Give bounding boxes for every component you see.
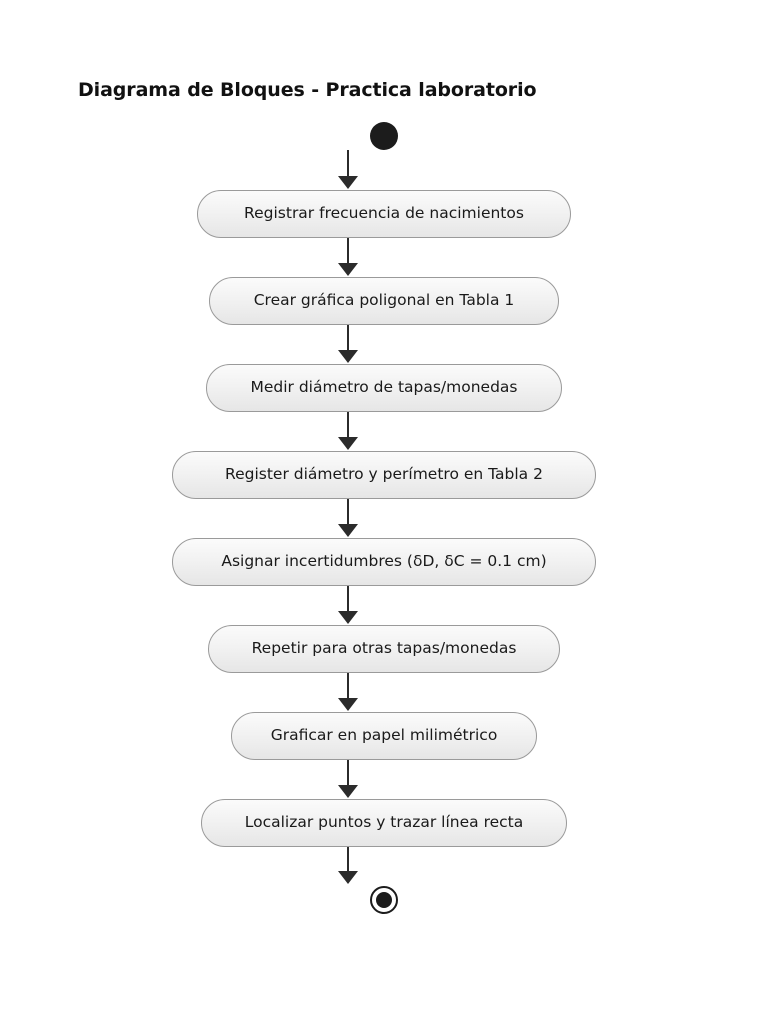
start-node[interactable]	[370, 122, 398, 150]
connector-line-2-to-3	[347, 325, 349, 353]
activity-box-register-diametro-perimetro[interactable]: Register diámetro y perímetro en Tabla 2	[172, 451, 596, 499]
start-node-row	[0, 122, 768, 150]
activity-box-localizar-puntos-trazar-linea[interactable]: Localizar puntos y trazar línea recta	[201, 799, 567, 847]
activity-label: Register diámetro y perímetro en Tabla 2	[225, 465, 543, 484]
connector-line-6-to-7	[347, 673, 349, 701]
end-node-row	[0, 886, 768, 914]
connector-line-7-to-8	[347, 760, 349, 788]
arrowhead-3-to-4	[338, 437, 358, 450]
page-title: Diagrama de Bloques - Practica laborator…	[78, 79, 537, 101]
activity-row-2: Crear gráfica poligonal en Tabla 1	[0, 277, 768, 325]
connector-line-5-to-6	[347, 586, 349, 614]
arrowhead-4-to-5	[338, 524, 358, 537]
activity-row-3: Medir diámetro de tapas/monedas	[0, 364, 768, 412]
activity-box-graficar-papel-milimetrico[interactable]: Graficar en papel milimétrico	[231, 712, 537, 760]
activity-row-4: Register diámetro y perímetro en Tabla 2	[0, 451, 768, 499]
activity-row-5: Asignar incertidumbres (δD, δC = 0.1 cm)	[0, 538, 768, 586]
connector-line-8-to-end	[347, 847, 349, 875]
activity-label: Medir diámetro de tapas/monedas	[250, 378, 518, 397]
end-node-core	[376, 892, 392, 908]
arrowhead-1-to-2	[338, 263, 358, 276]
activity-row-6: Repetir para otras tapas/monedas	[0, 625, 768, 673]
activity-label: Crear gráfica poligonal en Tabla 1	[253, 291, 515, 310]
arrowhead-6-to-7	[338, 698, 358, 711]
activity-label: Repetir para otras tapas/monedas	[251, 639, 517, 658]
activity-row-7: Graficar en papel milimétrico	[0, 712, 768, 760]
arrowhead-2-to-3	[338, 350, 358, 363]
activity-box-medir-diametro[interactable]: Medir diámetro de tapas/monedas	[206, 364, 562, 412]
activity-box-asignar-incertidumbres[interactable]: Asignar incertidumbres (δD, δC = 0.1 cm)	[172, 538, 596, 586]
activity-label: Graficar en papel milimétrico	[270, 726, 498, 745]
activity-row-1: Registrar frecuencia de nacimientos	[0, 190, 768, 238]
connector-line-4-to-5	[347, 499, 349, 527]
end-node[interactable]	[370, 886, 398, 914]
arrowhead-5-to-6	[338, 611, 358, 624]
activity-row-8: Localizar puntos y trazar línea recta	[0, 799, 768, 847]
activity-box-registrar-frecuencia[interactable]: Registrar frecuencia de nacimientos	[197, 190, 571, 238]
activity-box-repetir-otras-tapas[interactable]: Repetir para otras tapas/monedas	[208, 625, 560, 673]
activity-label: Localizar puntos y trazar línea recta	[244, 813, 524, 832]
activity-label: Registrar frecuencia de nacimientos	[244, 204, 524, 223]
connector-line-1-to-2	[347, 238, 349, 266]
arrowhead-start-to-1	[338, 176, 358, 189]
connector-line-3-to-4	[347, 412, 349, 440]
arrowhead-8-to-end	[338, 871, 358, 884]
activity-box-crear-grafica-poligonal[interactable]: Crear gráfica poligonal en Tabla 1	[209, 277, 559, 325]
connector-line-start-to-1	[347, 150, 349, 178]
arrowhead-7-to-8	[338, 785, 358, 798]
activity-label: Asignar incertidumbres (δD, δC = 0.1 cm)	[221, 552, 547, 571]
